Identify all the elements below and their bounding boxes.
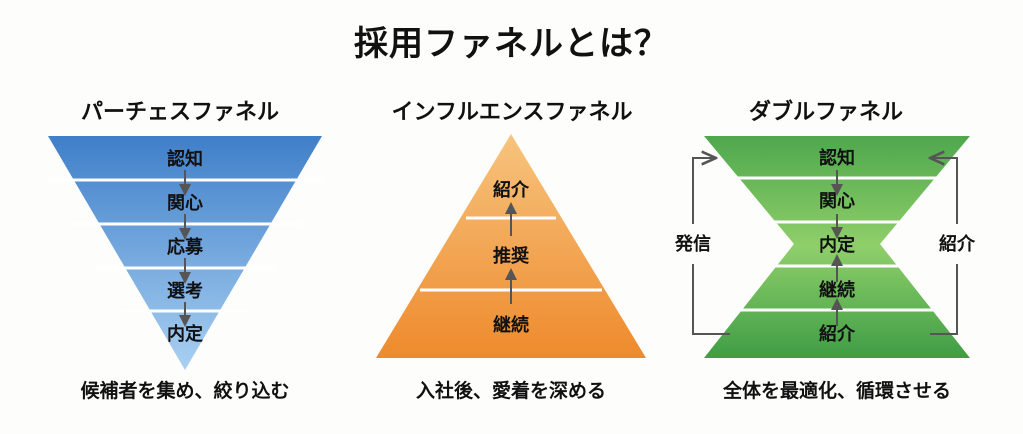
purchase-stage-5: 内定 [167, 323, 203, 345]
double-right-label: 紹介 [939, 233, 976, 255]
right-loop-arrow-icon [930, 158, 958, 224]
double-stage-5: 紹介 [819, 323, 856, 345]
influence-stage-1: 紹介 [493, 179, 530, 201]
purchase-funnel: 認知 関心 応募 選考 内定 [48, 136, 322, 370]
page-title: 採用ファネルとは？ [354, 24, 669, 64]
double-caption: 全体を最適化、循環させる [722, 380, 951, 402]
purchase-stage-2: 関心 [167, 193, 203, 214]
influence-funnel-title: インフルエンスファネル [391, 100, 633, 125]
double-stage-1: 認知 [819, 147, 855, 169]
loop-line [692, 264, 730, 335]
purchase-funnel-title: パーチェスファネル [80, 100, 279, 125]
influence-funnel: 紹介 推奨 継続 [376, 134, 646, 358]
loop-line [930, 264, 958, 335]
double-stage-2: 関心 [819, 191, 855, 212]
left-loop-arrow-icon [692, 158, 716, 224]
influence-stage-3: 継続 [493, 314, 529, 336]
influence-caption: 入社後、愛着を深める [415, 380, 606, 402]
double-funnel: 認知 関心 内定 継続 紹介 発信 紹介 [674, 136, 976, 358]
double-stage-4: 継続 [819, 279, 855, 301]
purchase-stage-4: 選考 [167, 280, 203, 302]
double-left-label: 発信 [674, 233, 711, 255]
purchase-caption: 候補者を集め、絞り込む [80, 380, 290, 402]
influence-stage-2: 推奨 [493, 245, 530, 267]
double-funnel-title: ダブルファネル [748, 100, 903, 125]
double-stage-3: 内定 [819, 234, 855, 256]
purchase-stage-1: 認知 [167, 148, 203, 170]
purchase-stage-3: 応募 [167, 236, 204, 258]
